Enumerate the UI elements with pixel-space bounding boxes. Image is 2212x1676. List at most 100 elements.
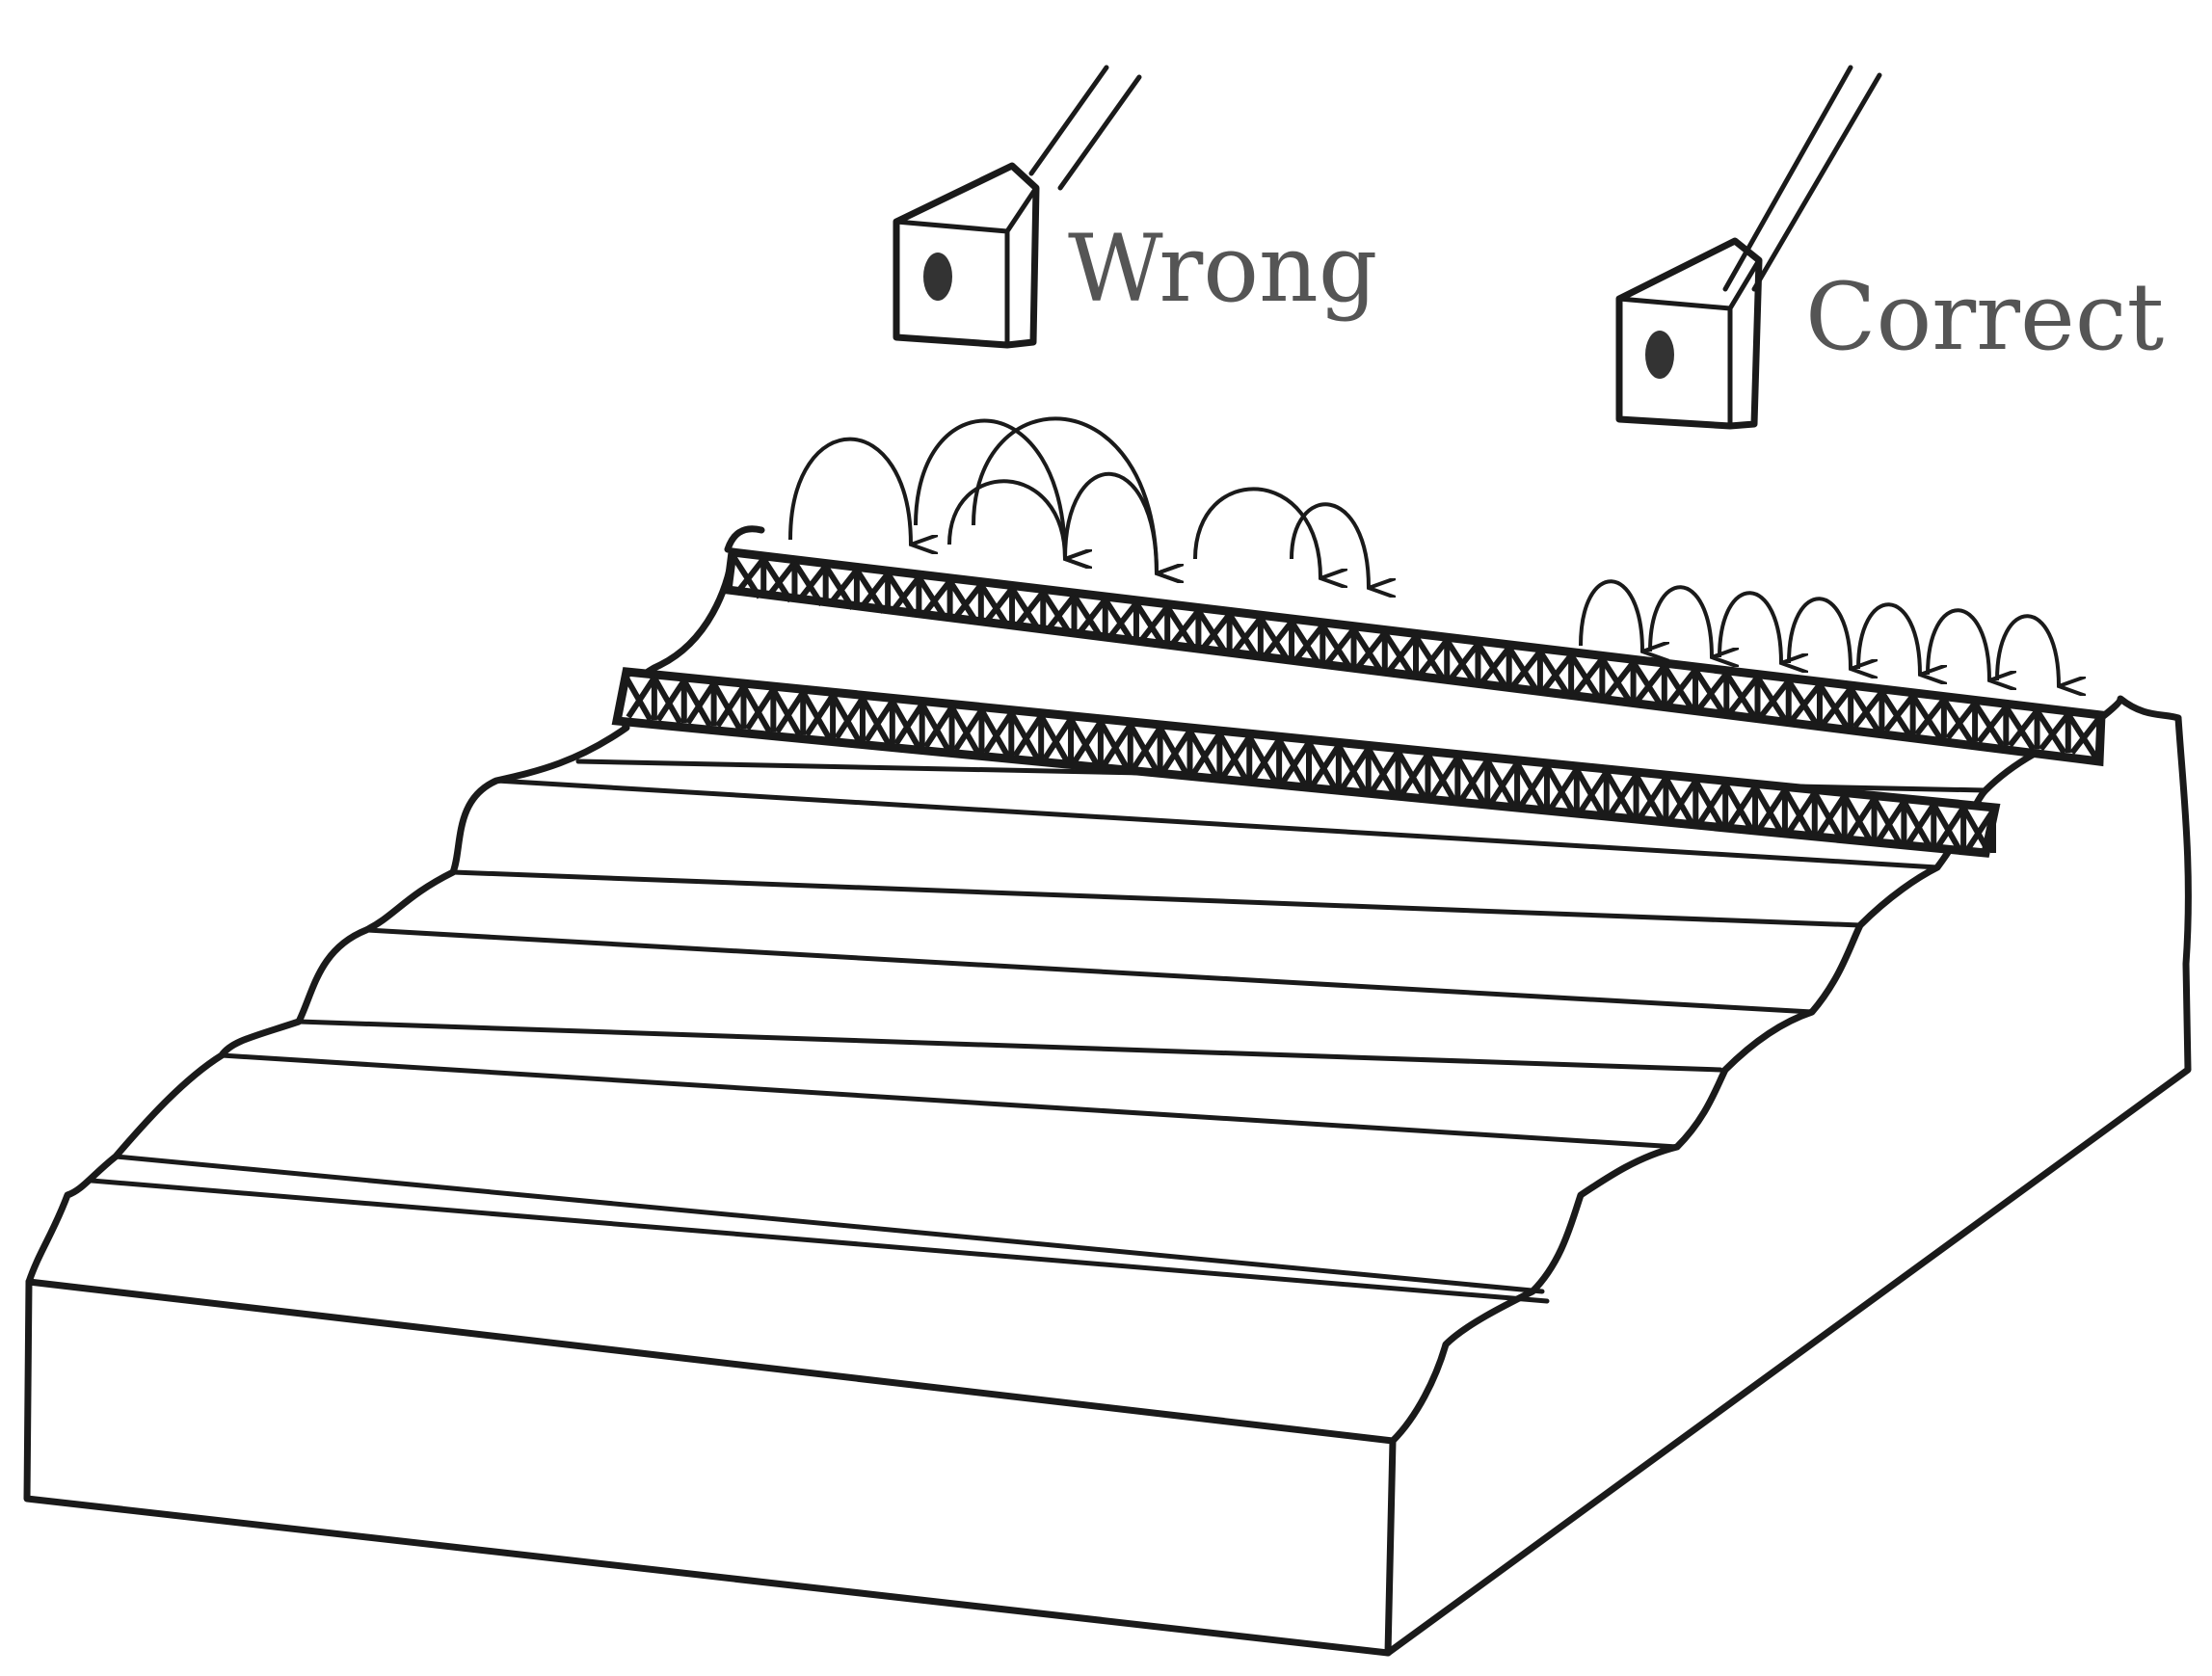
field-arc <box>914 418 1065 559</box>
bead-hatch-mark <box>1662 664 1699 710</box>
bead-hatch-mark <box>1068 717 1104 766</box>
bead-hatch-mark <box>947 579 984 625</box>
field-arc <box>1579 579 1642 652</box>
bead-hatch-mark <box>1382 631 1419 678</box>
bead-hatch-mark <box>1351 627 1388 674</box>
bead-hatch-mark <box>1692 779 1729 828</box>
bead-hatch-mark <box>1038 714 1075 763</box>
bead-hatch-mark <box>1544 764 1580 813</box>
bead-hatch-mark <box>1158 726 1193 775</box>
bead-hatch-mark <box>978 583 1016 629</box>
bead-hatch-mark <box>1133 601 1171 648</box>
bead-hatch-mark <box>681 678 717 728</box>
field-arc <box>947 479 1065 559</box>
bead-hatch-mark <box>1599 656 1637 704</box>
bead-hatch-mark <box>1186 729 1223 778</box>
bead-hatch-mark <box>791 561 829 607</box>
bead-hatch-mark <box>823 564 860 610</box>
bead-hatch-mark <box>1574 767 1610 816</box>
field-arc <box>1193 487 1320 578</box>
bead-hatch-mark <box>1336 744 1372 793</box>
bead-hatch-mark <box>1040 590 1078 636</box>
field-arc <box>1648 585 1712 657</box>
field-arc <box>788 437 911 545</box>
bead-hatch-mark <box>1782 788 1818 838</box>
field-arc <box>1926 608 1989 680</box>
bead-hatch-mark <box>1506 646 1543 692</box>
bead-hatch-mark <box>1475 642 1512 688</box>
bead-hatch-mark <box>1009 586 1047 633</box>
bead-hatch-mark <box>1972 702 2010 748</box>
bead-hatch-mark <box>652 676 687 725</box>
bead-hatch-mark <box>1289 620 1326 666</box>
bead-hatch-mark <box>1723 672 1761 718</box>
bead-hatch-mark <box>1128 723 1163 772</box>
bead-hatch-mark <box>1812 791 1848 840</box>
bead-hatch-mark <box>1901 800 1937 849</box>
bead-hatch-mark <box>1960 806 1996 855</box>
bead-hatch-mark <box>1258 616 1295 662</box>
bead-hatch-mark <box>1396 750 1431 799</box>
bead-hatch-mark <box>1306 741 1342 790</box>
bead-hatch-mark <box>1871 797 1907 846</box>
bead-hatch-mark <box>1071 594 1108 640</box>
bead-hatch-mark <box>1879 690 1916 736</box>
bead-hatch-mark <box>1216 732 1253 781</box>
bead-hatch-mark <box>2003 705 2040 751</box>
bead-hatch-mark <box>854 568 892 614</box>
field-arc <box>1290 502 1369 588</box>
bead-hatch-mark <box>2035 708 2071 755</box>
bead-hatch-mark <box>770 687 807 736</box>
bead-hatch-mark <box>1722 782 1759 831</box>
bead-hatch-mark <box>1910 694 1947 740</box>
field-arcs-wrong <box>788 416 1369 588</box>
bead-hatch-mark <box>1842 794 1878 843</box>
field-arc <box>1856 602 1920 675</box>
correct-sensor <box>1615 65 1882 430</box>
bead-hatch-mark <box>1631 660 1667 706</box>
bead-hatch-mark <box>1319 624 1357 670</box>
bead-hatch-mark <box>800 690 837 739</box>
correct-label: Correct <box>1805 263 2164 371</box>
bead-hatch-mark <box>919 703 955 752</box>
bead-hatch-mark <box>1098 720 1133 769</box>
bead-hatch-mark <box>1008 711 1045 760</box>
bead-hatch-mark <box>916 575 953 622</box>
bead-hatch-mark <box>1633 773 1669 822</box>
bead-hatch-mark <box>948 705 985 755</box>
bead-hatch-mark <box>860 697 895 746</box>
field-arc <box>1787 597 1851 669</box>
bead-hatch-mark <box>1604 770 1639 819</box>
weld-bead-lower <box>611 667 2001 858</box>
field-arcs-correct <box>1579 579 2059 686</box>
bead-hatch-mark <box>1568 653 1606 700</box>
bead-hatch-mark <box>1817 682 1854 729</box>
bead-hatch-mark <box>1276 737 1312 786</box>
bead-hatch-mark <box>885 572 922 618</box>
bead-hatch-mark <box>978 708 1015 758</box>
bead-hatch-mark <box>1103 598 1139 644</box>
bead-hatch-mark <box>1537 650 1575 696</box>
bead-hatch-mark <box>1848 686 1885 732</box>
wrong-sensor <box>893 65 1142 349</box>
field-arc <box>972 416 1157 573</box>
bead-hatch-mark <box>1195 608 1233 655</box>
bead-hatch-mark <box>1752 785 1788 835</box>
bead-hatch-mark <box>1941 698 1979 744</box>
bead-hatch-mark <box>760 557 798 603</box>
bead-hatch-mark <box>1444 638 1481 684</box>
bead-hatch-mark <box>1754 676 1792 722</box>
bead-hatch-mark <box>1484 758 1521 808</box>
bead-hatch-mark <box>830 693 866 743</box>
wrong-label: Wrong <box>1068 215 1377 323</box>
probe-icon <box>1645 331 1674 379</box>
bead-hatch-mark <box>1931 803 1967 852</box>
bead-hatch-mark <box>1514 761 1550 811</box>
bead-hatch-mark <box>2065 712 2102 758</box>
bead-hatch-mark <box>740 684 777 733</box>
bead-hatch-mark <box>711 681 747 731</box>
bead-hatch-mark <box>1692 668 1730 714</box>
bead-hatch-mark <box>1227 612 1264 658</box>
bead-hatch-mark <box>1164 605 1202 652</box>
